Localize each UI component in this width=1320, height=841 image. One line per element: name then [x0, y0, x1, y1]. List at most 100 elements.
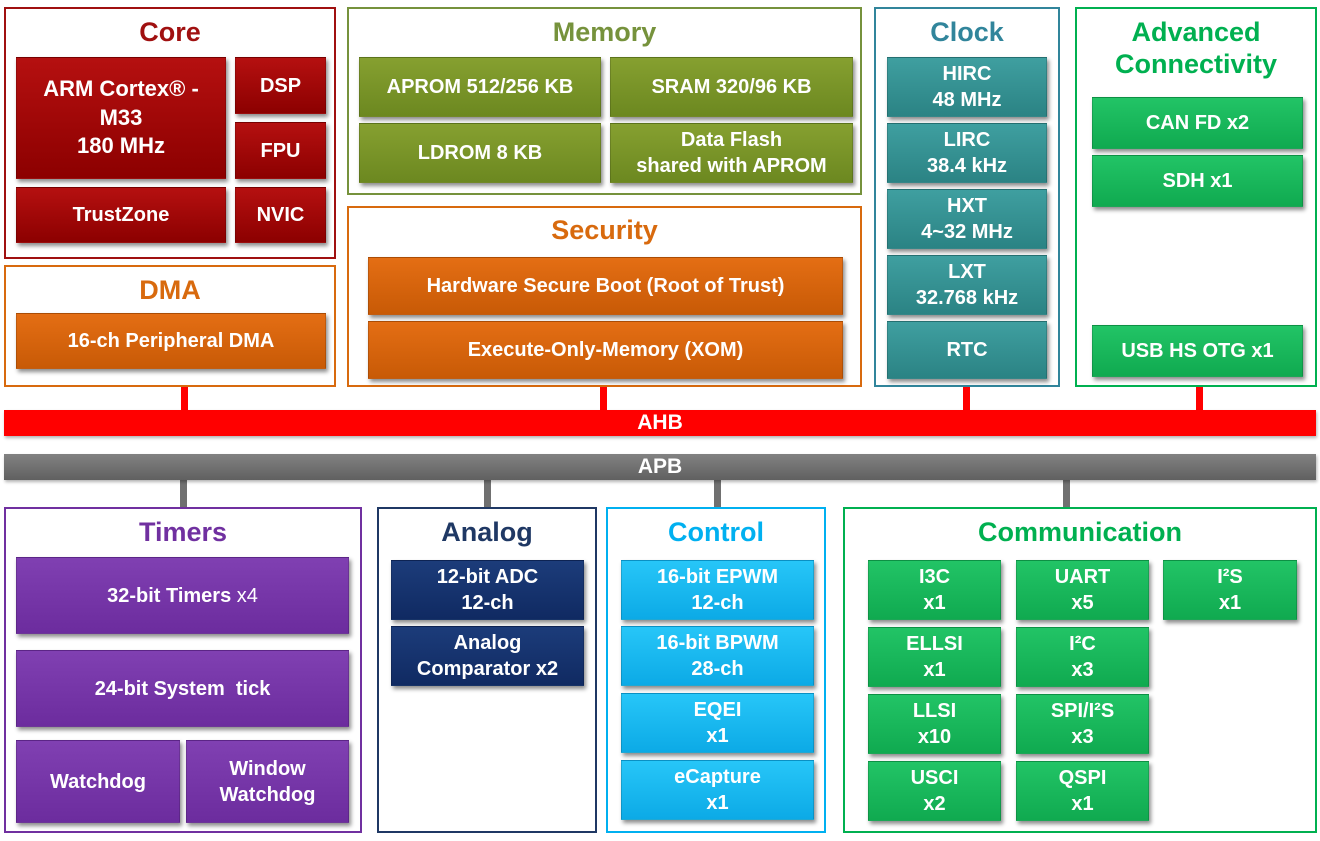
usci-count: x2 [923, 793, 946, 815]
rtc-label: RTC [946, 339, 988, 361]
i2c-block: I²C x3 [1016, 627, 1149, 687]
lxt-label: LXT [948, 261, 986, 283]
timers-32bit-label: 32-bit Timers [107, 584, 232, 607]
eqei-count: x1 [706, 725, 729, 747]
epwm-label: 16-bit EPWM [656, 566, 779, 588]
i3c-label: I3C [918, 566, 951, 588]
dsp-label: DSP [259, 74, 302, 97]
adc-label: 12-bit ADC [436, 566, 539, 588]
dataflash-block: Data Flash shared with APROM [610, 123, 853, 183]
i2s-label: I²S [1217, 566, 1243, 588]
spi-label: SPI/I²S [1050, 700, 1115, 722]
lirc-label: LIRC [943, 129, 991, 151]
uart-block: UART x5 [1016, 560, 1149, 620]
connectivity-title-line2: Connectivity [1114, 49, 1278, 80]
ldrom-block: LDROM 8 KB [359, 123, 601, 183]
canfd-block: CAN FD x2 [1092, 97, 1303, 149]
control-title: Control [668, 517, 764, 547]
hxt-block: HXT 4~32 MHz [887, 189, 1047, 249]
i2s-block: I²S x1 [1163, 560, 1297, 620]
apb-connector-timers [180, 480, 187, 507]
control-group: Control 16-bit EPWM 12-ch 16-bit BPWM 28… [606, 507, 826, 833]
lxt-value: 32.768 kHz [915, 287, 1019, 309]
apb-connector-communication [1063, 480, 1070, 507]
memory-group: Memory APROM 512/256 KB SRAM 320/96 KB L… [347, 7, 862, 195]
i3c-block: I3C x1 [868, 560, 1001, 620]
bpwm-block: 16-bit BPWM 28-ch [621, 626, 814, 686]
eqei-label: EQEI [693, 699, 742, 721]
dma-group: DMA 16-ch Peripheral DMA [4, 265, 336, 387]
ahb-connector-security [600, 385, 607, 410]
connectivity-title: Advanced Connectivity [1077, 16, 1315, 81]
nvic-block: NVIC [235, 187, 326, 243]
communication-title: Communication [977, 517, 1182, 547]
cpu-block: ARM Cortex® - M33 180 MHz [16, 57, 226, 179]
i3c-count: x1 [923, 592, 946, 614]
dataflash-line1: Data Flash [680, 129, 783, 151]
window-watchdog-line2: Watchdog [219, 783, 316, 806]
ellsi-label: ELLSI [906, 633, 963, 655]
epwm-channels: 12-ch [691, 592, 744, 614]
timers-title: Timers [138, 517, 228, 547]
hirc-value: 48 MHz [932, 89, 1002, 111]
memory-title: Memory [552, 17, 657, 47]
ahb-connector-clock [963, 385, 970, 410]
timers-32bit-count: x4 [236, 584, 258, 607]
dma-title: DMA [139, 275, 201, 305]
ahb-bus: AHB [4, 410, 1316, 436]
uart-count: x5 [1071, 592, 1094, 614]
llsi-label: LLSI [912, 700, 957, 722]
qspi-block: QSPI x1 [1016, 761, 1149, 821]
watchdog-label: Watchdog [50, 770, 146, 793]
eqei-block: EQEI x1 [621, 693, 814, 753]
connectivity-title-line1: Advanced [1131, 17, 1261, 47]
trustzone-block: TrustZone [16, 187, 226, 243]
ecapture-count: x1 [706, 792, 729, 814]
core-group: Core ARM Cortex® - M33 180 MHz DSP FPU T… [4, 7, 336, 259]
timers-group: Timers 32-bit Timers x4 24-bit System ti… [4, 507, 362, 833]
usb-label: USB HS OTG x1 [1121, 340, 1274, 362]
comparator-block: Analog Comparator x2 [391, 626, 584, 686]
adc-block: 12-bit ADC 12-ch [391, 560, 584, 620]
security-title: Security [551, 215, 658, 245]
ellsi-count: x1 [923, 659, 946, 681]
trustzone-label: TrustZone [72, 204, 170, 226]
spi-block: SPI/I²S x3 [1016, 694, 1149, 754]
clock-group: Clock HIRC 48 MHz LIRC 38.4 kHz HXT 4~32… [874, 7, 1060, 387]
timers-32bit-text: 32-bit Timers x4 [107, 583, 258, 609]
hxt-value: 4~32 MHz [921, 221, 1013, 243]
lirc-value: 38.4 kHz [926, 155, 1008, 177]
uart-label: UART [1054, 566, 1111, 588]
fpu-label: FPU [260, 139, 301, 162]
adc-channels: 12-ch [461, 592, 514, 614]
rtc-block: RTC [887, 321, 1047, 379]
analog-group: Analog 12-bit ADC 12-ch Analog Comparato… [377, 507, 597, 833]
connectivity-group: Advanced Connectivity CAN FD x2 SDH x1 U… [1075, 7, 1317, 387]
qspi-label: QSPI [1058, 767, 1107, 789]
aprom-block: APROM 512/256 KB [359, 57, 601, 117]
i2s-count: x1 [1218, 592, 1242, 614]
ecapture-label: eCapture [674, 766, 761, 788]
sdh-label: SDH x1 [1162, 170, 1233, 192]
core-title: Core [139, 17, 201, 47]
cpu-name-line1: ARM Cortex® - [43, 76, 199, 102]
llsi-count: x10 [917, 726, 952, 748]
ecapture-block: eCapture x1 [621, 760, 814, 820]
systick-label: 24-bit System tick [94, 677, 271, 700]
sram-block: SRAM 320/96 KB [610, 57, 853, 117]
communication-group: Communication I3C x1 UART x5 I²S x1 ELLS… [843, 507, 1317, 833]
watchdog-block: Watchdog [16, 740, 180, 823]
i2c-label: I²C [1069, 633, 1096, 655]
fpu-block: FPU [235, 122, 326, 179]
hxt-label: HXT [947, 195, 987, 217]
bpwm-channels: 28-ch [691, 658, 744, 680]
apb-connector-analog [484, 480, 491, 507]
qspi-count: x1 [1071, 793, 1094, 815]
timers-32bit-block: 32-bit Timers x4 [16, 557, 349, 634]
secure-boot-block: Hardware Secure Boot (Root of Trust) [368, 257, 843, 315]
spi-count: x3 [1071, 726, 1094, 748]
peripheral-dma-label: 16-ch Peripheral DMA [67, 330, 275, 352]
cpu-name-line2: M33 [99, 104, 143, 130]
xom-block: Execute-Only-Memory (XOM) [368, 321, 843, 379]
ahb-connector-dma [181, 385, 188, 410]
